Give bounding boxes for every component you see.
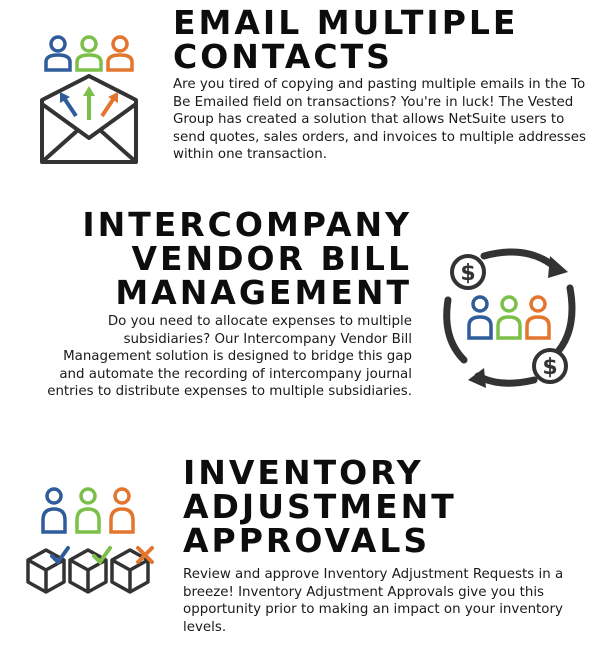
svg-text:$: $ — [542, 355, 557, 380]
inventory-adjustment-approvals-section: INVENTORY ADJUSTMENT APPROVALS Review an… — [183, 456, 595, 636]
title-line: APPROVALS — [183, 521, 431, 560]
email-multiple-contacts-icon — [38, 34, 140, 174]
title-line: EMAIL MULTIPLE — [173, 3, 519, 42]
section-title: INVENTORY ADJUSTMENT APPROVALS — [183, 456, 595, 558]
svg-text:$: $ — [460, 261, 475, 286]
title-line: ADJUSTMENT — [183, 487, 457, 526]
intercompany-vendor-bill-section: INTERCOMPANY VENDOR BILL MANAGEMENT Do y… — [40, 208, 412, 401]
title-line: CONTACTS — [173, 37, 393, 76]
section-title: INTERCOMPANY VENDOR BILL MANAGEMENT — [40, 208, 412, 310]
email-multiple-contacts-section: EMAIL MULTIPLE CONTACTS Are you tired of… — [173, 6, 593, 164]
title-line: VENDOR BILL — [131, 239, 412, 278]
title-line: MANAGEMENT — [115, 273, 412, 312]
intercompany-cycle-icon: $ $ — [438, 242, 580, 392]
section-description: Review and approve Inventory Adjustment … — [183, 567, 564, 635]
section-description: Are you tired of copying and pasting mul… — [173, 77, 586, 163]
section-description: Do you need to allocate expenses to mult… — [47, 314, 412, 400]
title-line: INTERCOMPANY — [82, 205, 412, 244]
section-title: EMAIL MULTIPLE CONTACTS — [173, 6, 593, 74]
inventory-approval-icon — [24, 484, 162, 594]
title-line: INVENTORY — [183, 453, 424, 492]
